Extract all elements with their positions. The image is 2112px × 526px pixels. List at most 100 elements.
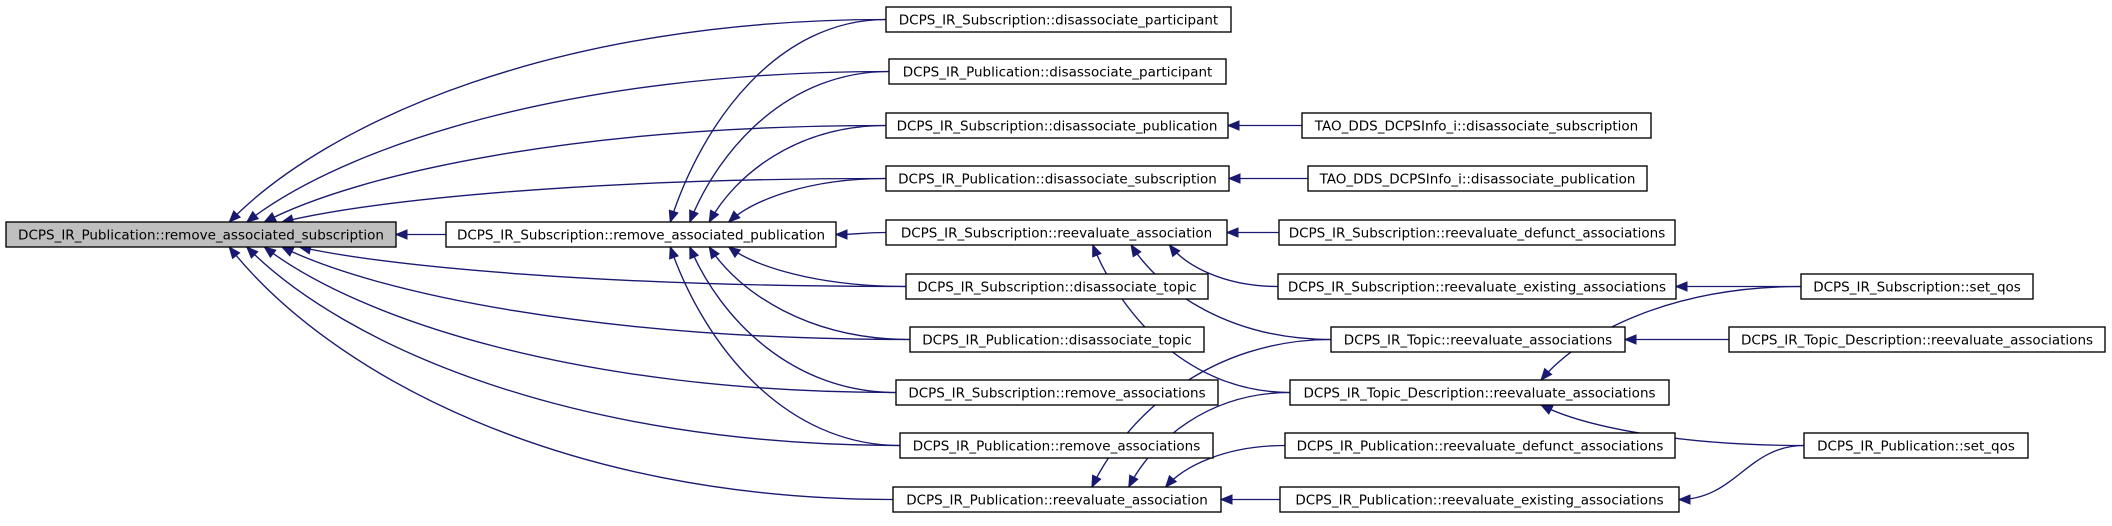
node-box <box>1277 273 1677 300</box>
edge-arrowhead <box>1539 404 1554 415</box>
function-node[interactable]: TAO_DDS_DCPSInfo_i::disassociate_publica… <box>1307 165 1648 192</box>
node-label: DCPS_IR_Subscription::remove_association… <box>908 386 1205 402</box>
function-node[interactable]: DCPS_IR_Subscription::set_qos <box>1800 273 2034 300</box>
edge-arrowhead <box>834 229 848 240</box>
function-node[interactable]: DCPS_IR_Publication::disassociate_subscr… <box>885 165 1230 192</box>
root-function-node[interactable]: DCPS_IR_Publication::remove_associated_s… <box>5 221 397 248</box>
edge-arrowhead <box>1540 367 1553 382</box>
node-box <box>905 273 1209 300</box>
call-edge <box>264 124 887 223</box>
node-label: DCPS_IR_Publication::disassociate_partic… <box>903 65 1213 81</box>
function-node[interactable]: DCPS_IR_Topic_Description::reevaluate_as… <box>1728 326 2106 353</box>
node-box <box>885 6 1232 33</box>
node-box <box>909 326 1205 353</box>
edge-arrowhead <box>689 245 700 260</box>
node-box <box>885 165 1230 192</box>
node-box <box>1279 486 1680 513</box>
node-label: DCPS_IR_Topic_Description::reevaluate_as… <box>1741 333 2093 349</box>
node-box <box>1278 219 1676 246</box>
function-node[interactable]: DCPS_IR_Subscription::remove_associated_… <box>445 221 837 248</box>
function-node[interactable]: DCPS_IR_Publication::disassociate_topic <box>909 326 1205 353</box>
edge-arrowhead <box>245 246 259 259</box>
function-node[interactable]: DCPS_IR_Subscription::remove_association… <box>895 379 1219 406</box>
call-edge <box>1130 244 1332 341</box>
function-node[interactable]: DCPS_IR_Subscription::reevaluate_existin… <box>1277 273 1677 300</box>
function-node[interactable]: DCPS_IR_Publication::set_qos <box>1803 432 2029 459</box>
edge-arrowhead <box>1168 243 1181 258</box>
edge-arrowhead <box>1226 120 1240 131</box>
node-label: DCPS_IR_Publication::reevaluate_existing… <box>1295 493 1663 509</box>
node-box <box>892 486 1222 513</box>
edge-arrowhead <box>1225 227 1239 238</box>
node-label: DCPS_IR_Publication::remove_associated_s… <box>18 228 384 244</box>
call-edge <box>689 246 897 394</box>
node-label: DCPS_IR_Subscription::disassociate_topic <box>917 280 1196 296</box>
edge-arrowhead <box>263 246 277 259</box>
node-label: DCPS_IR_Subscription::disassociate_publi… <box>897 119 1218 135</box>
function-node[interactable]: DCPS_IR_Topic::reevaluate_associations <box>1330 326 1626 353</box>
edge-arrowhead <box>1091 474 1102 489</box>
node-label: DCPS_IR_Publication::set_qos <box>1817 439 2015 455</box>
edge-arrowhead <box>228 245 241 260</box>
edge-arrowhead <box>727 246 742 259</box>
edge-arrowhead <box>1164 474 1178 488</box>
edge-arrowhead <box>280 246 295 257</box>
call-edge <box>708 246 911 341</box>
function-node[interactable]: DCPS_IR_Publication::disassociate_partic… <box>888 58 1227 85</box>
node-label: DCPS_IR_Publication::disassociate_subscr… <box>898 172 1217 188</box>
call-edge <box>1092 244 1291 394</box>
node-box <box>445 221 837 248</box>
node-box <box>1289 379 1670 406</box>
node-label: DCPS_IR_Subscription::reevaluate_defunct… <box>1289 226 1666 242</box>
edge-arrowhead <box>669 245 679 260</box>
function-node[interactable]: DCPS_IR_Publication::reevaluate_existing… <box>1279 486 1680 513</box>
node-box <box>1330 326 1626 353</box>
function-node[interactable]: DCPS_IR_Topic_Description::reevaluate_as… <box>1289 379 1670 406</box>
function-node[interactable]: DCPS_IR_Publication::reevaluate_associat… <box>892 486 1222 513</box>
nodes-layer: DCPS_IR_Publication::remove_associated_s… <box>5 6 2106 513</box>
call-edge <box>708 124 887 223</box>
function-node[interactable]: DCPS_IR_Subscription::reevaluate_associa… <box>885 219 1228 246</box>
call-edge <box>281 177 887 223</box>
call-edge <box>689 70 890 223</box>
node-label: DCPS_IR_Topic_Description::reevaluate_as… <box>1303 386 1655 402</box>
function-node[interactable]: DCPS_IR_Subscription::disassociate_topic <box>905 273 1209 300</box>
call-edge <box>728 246 907 288</box>
call-edge <box>669 18 887 223</box>
call-edge <box>281 246 911 341</box>
node-box <box>895 379 1219 406</box>
node-label: DCPS_IR_Publication::reevaluate_associat… <box>906 493 1208 509</box>
node-box <box>885 112 1229 139</box>
function-node[interactable]: DCPS_IR_Subscription::reevaluate_defunct… <box>1278 219 1676 246</box>
call-edge <box>299 246 907 288</box>
edge-arrowhead <box>1677 494 1691 505</box>
node-label: DCPS_IR_Subscription::reevaluate_existin… <box>1288 280 1666 296</box>
function-node[interactable]: DCPS_IR_Subscription::disassociate_publi… <box>885 112 1229 139</box>
node-label: DCPS_IR_Subscription::disassociate_parti… <box>899 13 1218 29</box>
call-edge <box>246 246 901 447</box>
node-label: DCPS_IR_Publication::reevaluate_defunct_… <box>1297 439 1664 455</box>
node-box <box>899 432 1214 459</box>
edge-arrowhead <box>727 210 741 223</box>
call-edge <box>228 246 894 501</box>
edge-arrowhead <box>708 245 720 260</box>
edge-arrowhead <box>668 209 679 224</box>
edge-arrowhead <box>689 209 699 224</box>
edge-arrowhead <box>1623 334 1637 345</box>
node-label: DCPS_IR_Publication::disassociate_topic <box>922 333 1192 349</box>
node-label: DCPS_IR_Subscription::reevaluate_associa… <box>901 226 1212 242</box>
call-edge <box>1091 338 1332 488</box>
edges-layer <box>228 18 1805 505</box>
node-label: DCPS_IR_Topic::reevaluate_associations <box>1344 333 1612 349</box>
call-edge <box>1128 391 1291 488</box>
edge-arrowhead <box>263 212 277 223</box>
edge-arrowhead <box>245 210 260 223</box>
function-node[interactable]: DCPS_IR_Subscription::disassociate_parti… <box>885 6 1232 33</box>
call-edge <box>228 18 887 223</box>
call-edge <box>246 70 890 223</box>
node-box <box>1284 432 1676 459</box>
edge-arrowhead <box>1128 474 1139 489</box>
function-node[interactable]: DCPS_IR_Publication::remove_associations <box>899 432 1214 459</box>
function-node[interactable]: DCPS_IR_Publication::reevaluate_defunct_… <box>1284 432 1676 459</box>
function-node[interactable]: TAO_DDS_DCPSInfo_i::disassociate_subscri… <box>1301 112 1652 139</box>
